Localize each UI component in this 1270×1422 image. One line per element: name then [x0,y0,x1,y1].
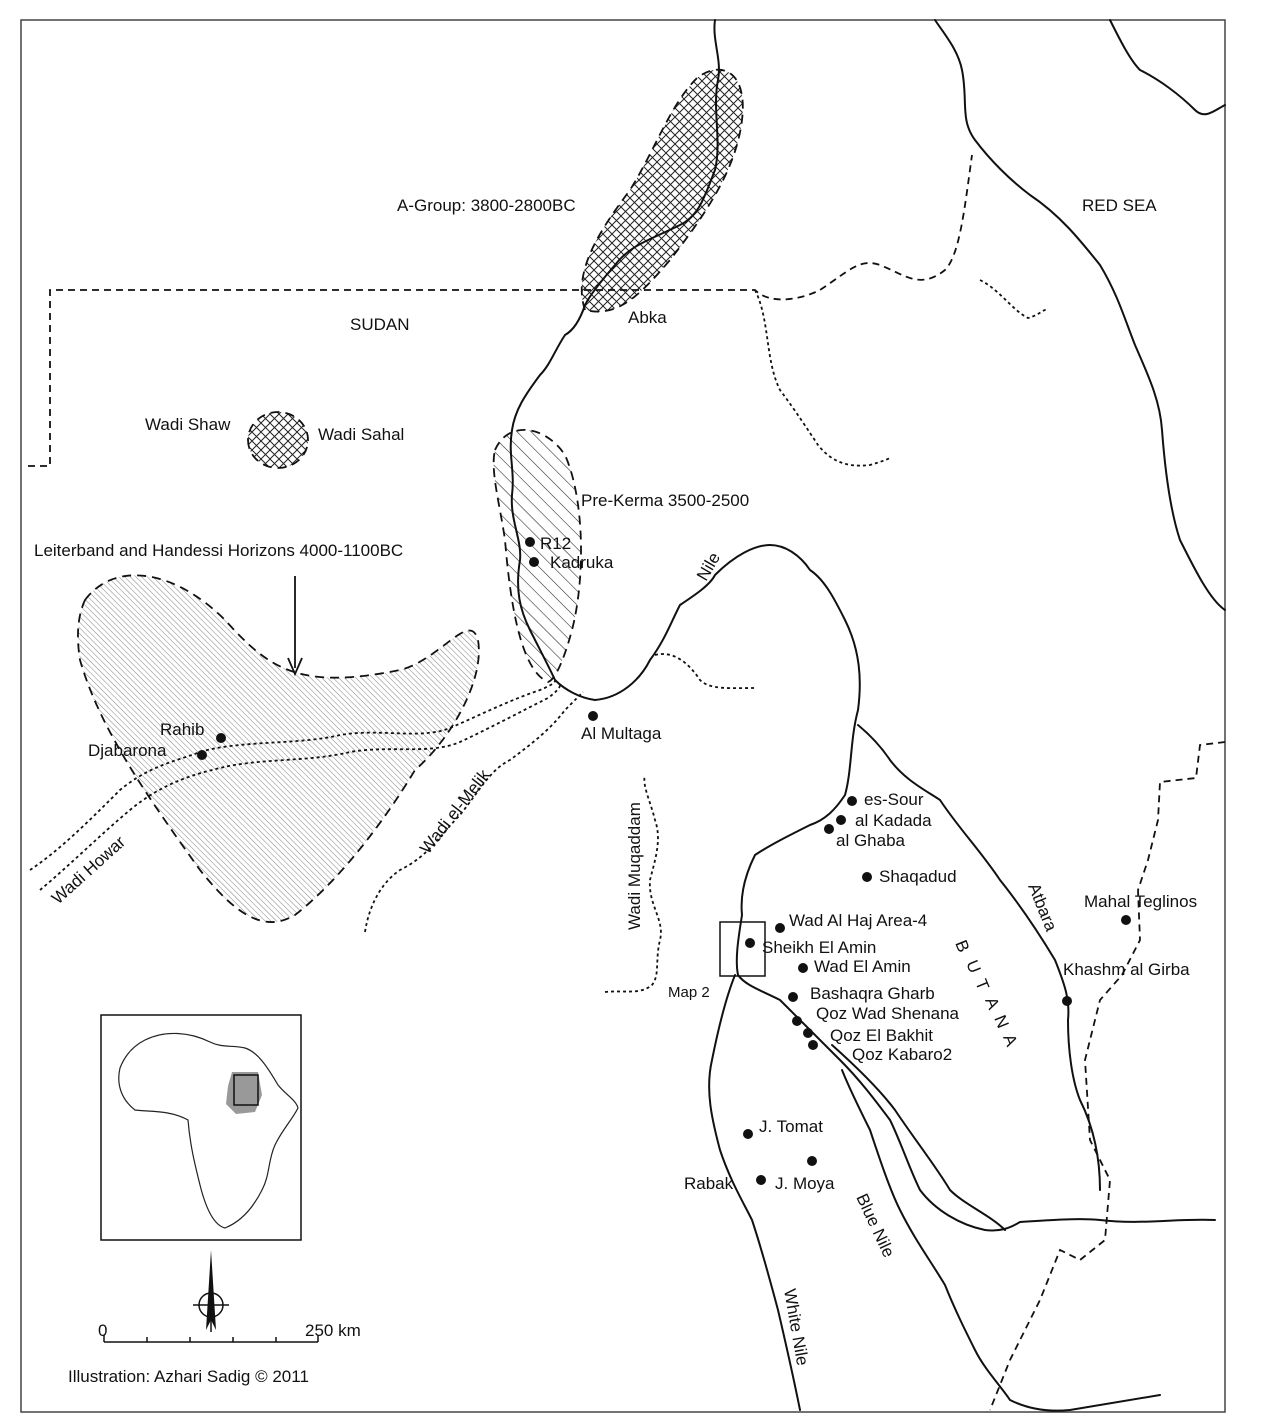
northeast-wadi-line [979,279,1049,319]
white-nile-river [708,974,801,1411]
site-label-rahib: Rahib [160,720,204,739]
site-label-al-ghaba: al Ghaba [836,831,906,850]
sudan-label: SUDAN [350,315,410,334]
eastern-border [989,741,1226,1411]
site-label-rabak: Rabak [684,1174,734,1193]
atbara-river [857,724,1101,1191]
wadi-shaw-circle [247,411,309,469]
inset-box [233,1074,259,1106]
white-nile-label: White Nile [780,1287,812,1367]
site-marker-kadruka [529,557,539,567]
site-label-djabarona: Djabarona [88,741,167,760]
site-marker-khashm-al-girba [1062,996,1072,1006]
site-label-es-sour: es-Sour [864,790,924,809]
credit-label: Illustration: Azhari Sadig © 2011 [68,1367,309,1386]
wadi-el-melik-label: Wadi el-Melik [416,765,494,857]
butana-letter: U [962,957,984,976]
map-2-box [719,921,766,977]
map-2-label: Map 2 [668,984,710,1001]
site-label-qoz-kabaro2: Qoz Kabaro2 [852,1045,952,1064]
site-marker-qoz-el-bakhit [803,1028,813,1038]
butana-letter: T [971,976,993,993]
butana-letter: A [999,1031,1021,1049]
pre-kerma-zone [492,428,582,683]
a-group-zone [580,68,744,313]
site-marker-r12 [525,537,535,547]
wadi-el-melik-line [364,691,584,933]
site-marker-shaqadud [862,872,872,882]
africa-inset-frame [100,1014,302,1241]
atbara-label: Atbara [1024,880,1061,934]
sudan-inset-shading [226,1072,262,1114]
butana-letter: B [951,937,973,955]
gezira-river [831,1044,1006,1231]
site-marker-qoz-wad-shenana [792,1016,802,1026]
site-label-j-moya: J. Moya [775,1174,835,1193]
scale-start-label: 0 [98,1321,107,1340]
wadi-howar-label: Wadi Howar [48,832,129,908]
east-wadi-line [654,653,756,690]
site-marker-rabak [756,1175,766,1185]
scale-bar [103,1335,319,1343]
site-marker-wad-al-haj [775,923,785,933]
site-marker-wad-el-amin [798,963,808,973]
north-arrow [193,1250,229,1332]
wadi-howar-line-2 [39,684,561,891]
leiterband-zone [77,574,480,923]
butana-letter: N [990,1012,1012,1031]
site-label-qoz-el-bakhit: Qoz El Bakhit [830,1026,933,1045]
site-marker-al-kadada [836,815,846,825]
sudan-egypt-border [28,154,973,467]
africa-outline [118,1032,299,1229]
site-marker-mahal-teglinos [1121,915,1131,925]
site-label-al-kadada: al Kadada [855,811,932,830]
northeast-coastline-2 [1109,19,1226,116]
scale-end-label: 250 km [305,1321,361,1340]
site-label-kadruka: Kadruka [550,553,614,572]
site-marker-es-sour [847,796,857,806]
site-label-mahal-teglinos: Mahal Teglinos [1084,892,1197,911]
site-label-r12: R12 [540,534,571,553]
site-label-qoz-wad-shenana: Qoz Wad Shenana [816,1004,960,1023]
nile-label: Nile [693,549,724,584]
map-frame [20,19,1226,1413]
leiterband-arrow-head [287,657,303,677]
nile-river [509,19,1216,1232]
blue-nile-river [841,1069,1161,1412]
site-marker-rahib [216,733,226,743]
site-label-j-tomat: J. Tomat [759,1117,823,1136]
site-marker-al-multaga [588,711,598,721]
northeast-coastline [934,19,1226,611]
site-marker-al-ghaba [824,824,834,834]
site-label-wad-el-amin: Wad El Amin [814,957,911,976]
blue-nile-label: Blue Nile [852,1191,898,1261]
site-label-bashaqra-gharb: Bashaqra Gharb [810,984,935,1003]
north-wadi-line [754,289,891,467]
wadi-shaw-label: Wadi Shaw [145,415,231,434]
leiterband-label: Leiterband and Handessi Horizons 4000-11… [34,541,403,560]
site-label-abka: Abka [628,308,667,327]
pre-kerma-label: Pre-Kerma 3500-2500 [581,491,749,510]
wadi-muqaddam-label: Wadi Muqaddam [625,802,644,930]
site-marker-qoz-kabaro2 [808,1040,818,1050]
red-sea-label: RED SEA [1082,196,1157,215]
site-marker-bashaqra-gharb [788,992,798,1002]
site-label-wad-al-haj: Wad Al Haj Area-4 [789,911,927,930]
site-label-khashm-al-girba: Khashm al Girba [1063,960,1190,979]
site-label-shaqadud: Shaqadud [879,867,957,886]
site-label-al-multaga: Al Multaga [581,724,662,743]
site-marker-sheikh-el-amin [745,938,755,948]
site-markers [197,537,1131,1185]
butana-letter: A [981,994,1003,1012]
site-label-sheikh-el-amin: Sheikh El Amin [762,938,876,957]
a-group-label: A-Group: 3800-2800BC [397,196,576,215]
site-marker-djabarona [197,750,207,760]
site-marker-j-moya [807,1156,817,1166]
wadi-howar-line [29,679,557,871]
site-marker-j-tomat [743,1129,753,1139]
wadi-sahal-label: Wadi Sahal [318,425,404,444]
